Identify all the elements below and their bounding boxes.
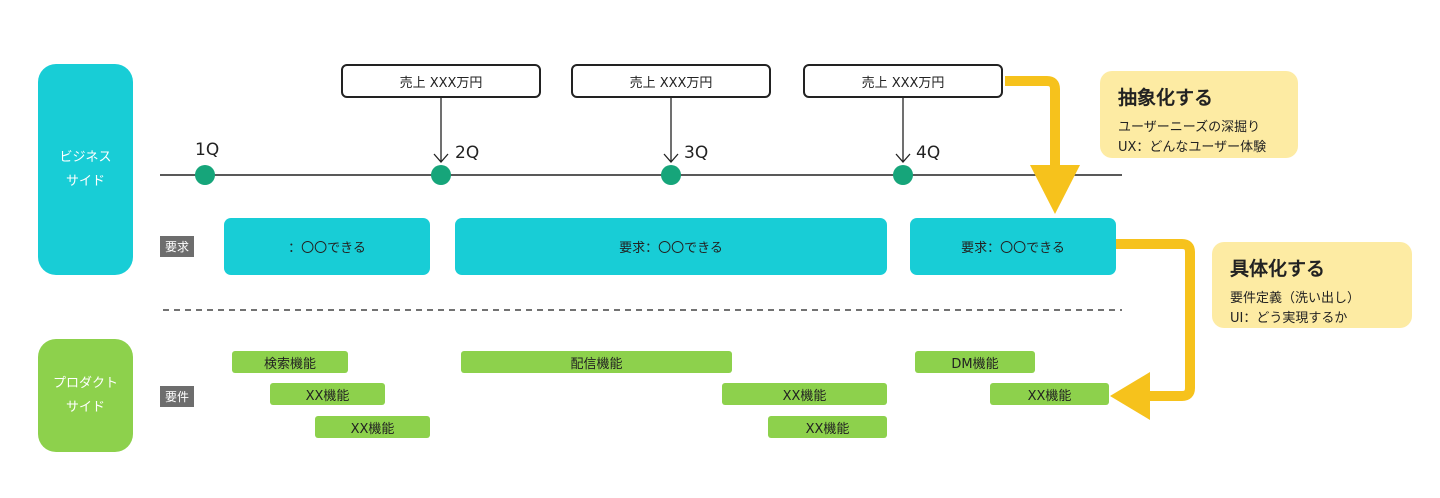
business-side-line-2: サイド — [65, 173, 105, 189]
revenue-callout-2q: 売上 XXX万円 — [341, 64, 541, 98]
revenue-callout-3q: 売上 XXX万円 — [571, 64, 771, 98]
requirement-tag: 要求 — [160, 236, 194, 257]
revenue-callout-4q: 売上 XXX万円 — [803, 64, 1003, 98]
concrete-arrow — [1110, 239, 1195, 420]
quarter-label-2q: 2Q — [455, 143, 480, 163]
callout-pointer-2q — [433, 98, 449, 163]
abstract-note: 抽象化する ユーザーニーズの深掘り UX：どんなユーザー体験 — [1100, 71, 1298, 158]
feature-search: 検索機能 — [232, 351, 348, 373]
feature-xx-3: XX機能 — [722, 383, 887, 405]
concrete-note-title: 具体化する — [1230, 258, 1326, 280]
abstract-arrow — [1005, 76, 1080, 214]
spec-tag: 要件 — [160, 386, 194, 407]
requirement-box-3: 要求：〇〇できる — [910, 218, 1116, 275]
callout-pointer-4q — [895, 98, 911, 163]
business-side-line-1: ビジネス — [59, 149, 112, 165]
feature-xx-5: XX機能 — [990, 383, 1109, 405]
abstract-note-title: 抽象化する — [1118, 87, 1214, 109]
milestone-1q — [195, 165, 215, 185]
feature-xx-2: XX機能 — [315, 416, 430, 438]
milestone-4q — [893, 165, 913, 185]
abstract-note-line-1: ユーザーニーズの深掘り — [1118, 120, 1261, 135]
business-side-label: ビジネス サイド — [38, 64, 133, 275]
quarter-label-1q: 1Q — [195, 140, 220, 160]
milestone-2q — [431, 165, 451, 185]
concrete-note: 具体化する 要件定義（洗い出し） UI：どう実現するか — [1212, 242, 1412, 328]
quarter-label-4q: 4Q — [916, 143, 941, 163]
requirement-box-1: ：〇〇できる — [224, 218, 430, 275]
concrete-note-line-1: 要件定義（洗い出し） — [1230, 291, 1361, 306]
product-side-line-1: プロダクト — [52, 375, 118, 391]
product-side-label: プロダクト サイド — [38, 339, 133, 452]
milestone-3q — [661, 165, 681, 185]
quarter-label-3q: 3Q — [684, 143, 709, 163]
abstract-note-line-2: UX：どんなユーザー体験 — [1118, 140, 1267, 155]
requirement-box-2: 要求：〇〇できる — [455, 218, 887, 275]
feature-xx-1: XX機能 — [270, 383, 385, 405]
callout-pointer-3q — [663, 98, 679, 163]
feature-xx-4: XX機能 — [768, 416, 887, 438]
feature-delivery: 配信機能 — [461, 351, 732, 373]
product-side-line-2: サイド — [65, 399, 105, 415]
feature-dm: DM機能 — [915, 351, 1035, 373]
concrete-note-line-2: UI：どう実現するか — [1230, 311, 1348, 326]
